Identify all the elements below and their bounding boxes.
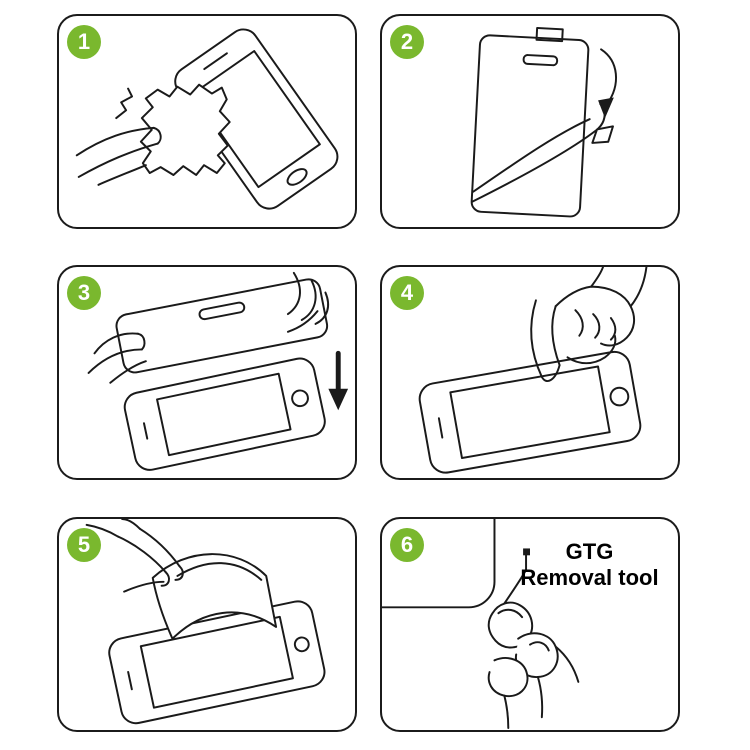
- step-5-panel: 5: [57, 517, 357, 732]
- step-1-illustration: [75, 28, 339, 210]
- left-hand-icon: [87, 332, 147, 384]
- squeegee-card-icon: [151, 553, 278, 640]
- phone-icon: [418, 350, 642, 474]
- step-badge: 1: [67, 25, 101, 59]
- step-6-panel: 6 GTG Removal tool: [380, 517, 680, 732]
- removal-tool-label-line1: GTG: [565, 539, 614, 564]
- screen-protector-icon: [470, 27, 614, 218]
- wiping-hand-icon: [75, 126, 162, 186]
- phone-icon: [108, 600, 326, 725]
- step-badge: 6: [390, 528, 424, 562]
- step-3-panel: 3: [57, 265, 357, 480]
- cloth-icon: [115, 83, 231, 176]
- holding-hand-icon: [85, 519, 184, 593]
- glass-protector-icon: [115, 278, 329, 374]
- step-2-panel: 2: [380, 14, 680, 229]
- down-arrow-icon: [328, 350, 349, 411]
- curved-down-arrow-icon: [598, 48, 618, 119]
- step-6-illustration: [382, 519, 580, 730]
- step-2-illustration: [470, 27, 618, 218]
- step-3-illustration: [87, 271, 349, 471]
- step-4-illustration: [418, 267, 648, 474]
- right-hand-icon: [286, 271, 330, 333]
- step-badge: 4: [390, 276, 424, 310]
- fingers-icon: [487, 632, 580, 730]
- removal-tool-label-line2: Removal tool: [520, 565, 659, 590]
- step-badge: 2: [390, 25, 424, 59]
- step-badge: 3: [67, 276, 101, 310]
- step-1-panel: 1: [57, 14, 357, 229]
- phone-icon: [123, 357, 326, 471]
- removal-tool-label: GTG Removal tool: [507, 539, 672, 591]
- step-5-illustration: [85, 519, 326, 725]
- pressing-hand-icon: [530, 267, 648, 382]
- step-4-panel: 4: [380, 265, 680, 480]
- step-badge: 5: [67, 528, 101, 562]
- peeling-film-icon: [471, 103, 614, 203]
